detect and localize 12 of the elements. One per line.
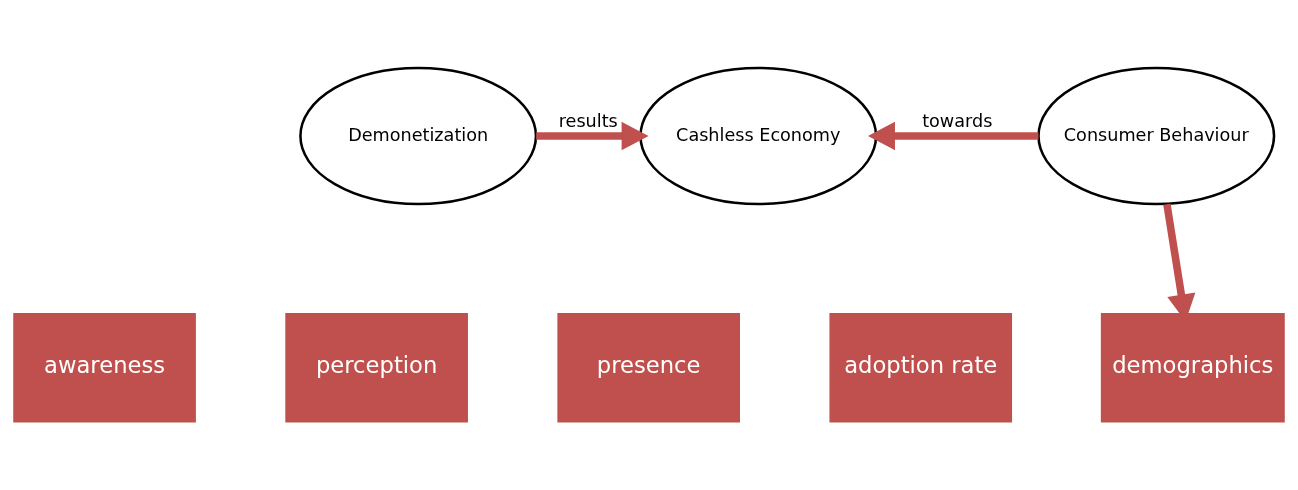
node-ellipse: Cashless Economy	[639, 66, 878, 206]
node-box: perception	[285, 313, 468, 423]
arrow	[536, 121, 649, 151]
node-box: presence	[557, 313, 740, 423]
edge-label: results	[558, 111, 618, 132]
node-box: demographics	[1100, 313, 1285, 423]
arrow	[867, 121, 1039, 151]
node-ellipse: Demonetization	[299, 66, 538, 206]
node-box: awareness	[13, 313, 196, 423]
node-ellipse: Consumer Behaviour	[1037, 66, 1276, 206]
node-box: adoption rate	[829, 313, 1013, 423]
edge-label: towards	[922, 111, 993, 132]
